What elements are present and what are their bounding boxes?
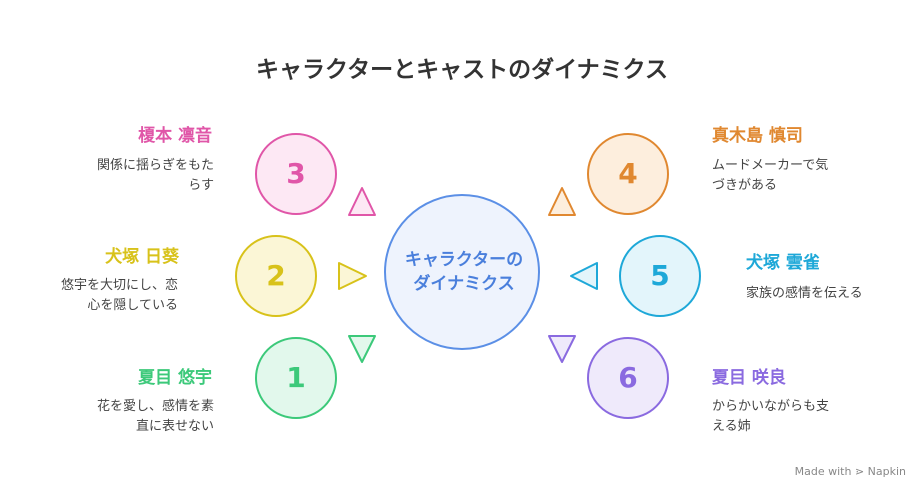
node-number-6: 6 xyxy=(618,361,638,394)
diagram-title: キャラクターとキャストのダイナミクス xyxy=(256,57,668,83)
character-desc-4-line1: ムードメーカーで気 xyxy=(712,158,829,173)
pointer-2 xyxy=(338,262,367,290)
character-desc-6-line1: からかいながらも支 xyxy=(712,399,830,414)
character-desc-5-line1: 家族の感情を伝える xyxy=(746,286,863,301)
character-desc-4: ムードメーカーで気 づきがある xyxy=(712,156,872,196)
character-name-1: 夏目 悠宇 xyxy=(138,368,212,388)
character-desc-6-line2: える姉 xyxy=(712,419,751,434)
character-name-3: 榎本 凛音 xyxy=(138,126,212,146)
character-desc-6: からかいながらも支 える姉 xyxy=(712,397,872,437)
center-label-line2: ダイナミクス xyxy=(413,274,515,294)
character-name-2: 犬塚 日葵 xyxy=(105,247,179,267)
node-circle-6 xyxy=(587,337,669,419)
napkin-watermark: Made with ⋗ Napkin xyxy=(794,465,906,478)
pointer-4 xyxy=(548,187,576,216)
node-number-3: 3 xyxy=(286,157,306,190)
character-name-4: 真木島 慎司 xyxy=(712,126,803,146)
node-circle-5 xyxy=(619,235,701,317)
pointer-1 xyxy=(348,335,376,363)
character-desc-2: 悠宇を大切にし、恋 心を隠している xyxy=(18,276,178,316)
character-desc-2-line1: 悠宇を大切にし、恋 xyxy=(60,278,178,293)
character-name-5: 犬塚 雲雀 xyxy=(746,253,820,273)
node-number-4: 4 xyxy=(618,157,638,190)
node-number-2: 2 xyxy=(266,259,286,292)
character-desc-3-line1: 関係に揺らぎをもた xyxy=(96,158,214,173)
pointer-5 xyxy=(570,262,598,290)
character-name-6: 夏目 咲良 xyxy=(712,368,786,388)
character-desc-2-line2: 心を隠している xyxy=(87,298,178,313)
center-circle xyxy=(384,194,540,350)
node-circle-4 xyxy=(587,133,669,215)
node-circle-1 xyxy=(255,337,337,419)
node-circle-2 xyxy=(235,235,317,317)
node-number-5: 5 xyxy=(650,259,670,292)
pointer-6 xyxy=(548,335,576,363)
character-desc-3: 関係に揺らぎをもた らす xyxy=(54,156,214,196)
character-desc-5: 家族の感情を伝える xyxy=(746,284,916,304)
character-desc-1: 花を愛し、感情を素 直に表せない xyxy=(54,397,214,437)
node-circle-3 xyxy=(255,133,337,215)
character-desc-3-line2: らす xyxy=(188,178,214,193)
character-desc-1-line2: 直に表せない xyxy=(135,419,214,434)
character-desc-1-line1: 花を愛し、感情を素 xyxy=(96,399,214,414)
pointer-3 xyxy=(348,187,376,216)
center-label-line1: キャラクターの xyxy=(404,250,524,270)
node-number-1: 1 xyxy=(286,361,306,394)
center-label: キャラクターの ダイナミクス xyxy=(388,248,540,296)
character-desc-4-line2: づきがある xyxy=(712,178,778,193)
